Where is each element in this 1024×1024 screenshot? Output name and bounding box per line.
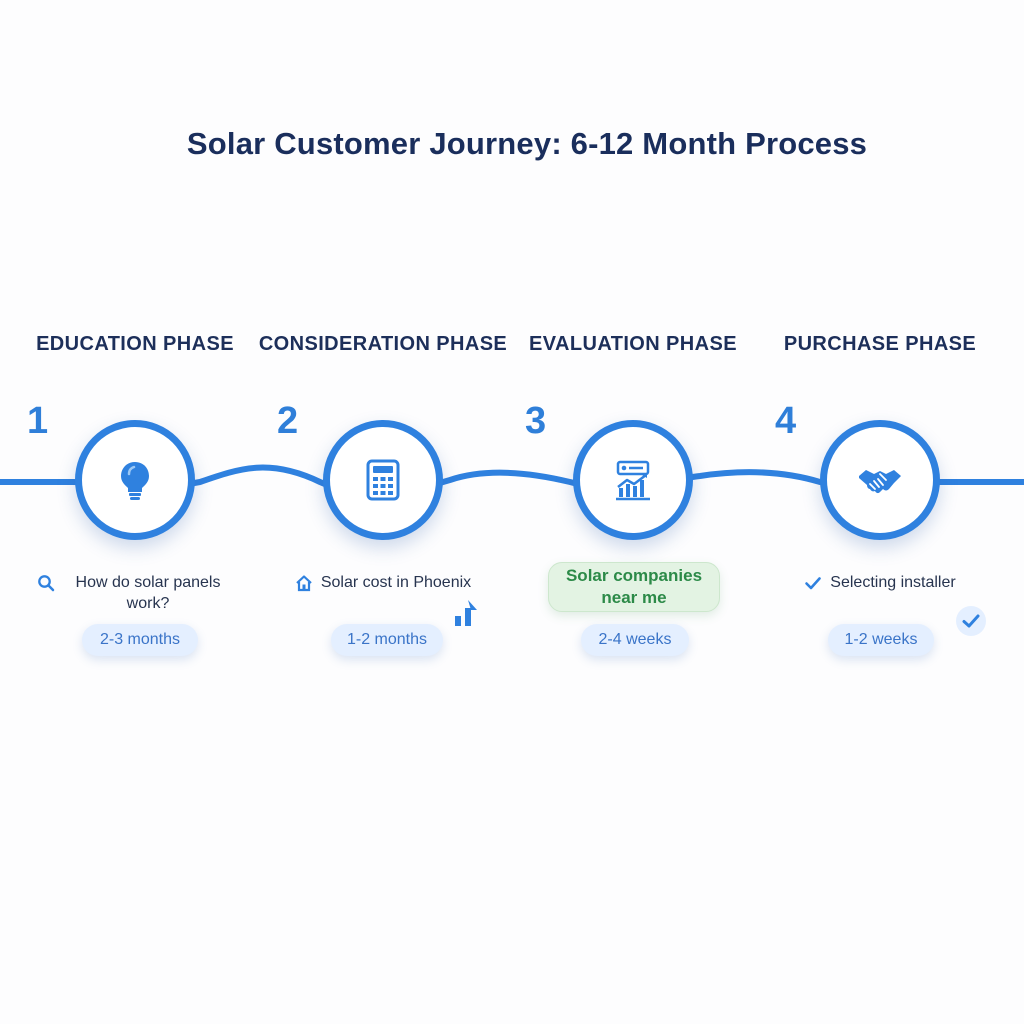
phase-title: CONSIDERATION PHASE — [258, 333, 508, 355]
step-number: 4 — [775, 400, 797, 442]
duration-badge: 1-2 weeks — [828, 624, 934, 656]
highlighted-keyword: Solar companies near me — [548, 562, 720, 612]
keyword-row: How do solar panels work? — [5, 572, 265, 614]
calculator-icon — [366, 459, 400, 501]
stage-node[interactable] — [323, 420, 443, 540]
stage-education: EDUCATION PHASE 1 How do solar panels wo… — [5, 0, 265, 700]
checkmark-icon — [805, 577, 822, 590]
trend-up-arrow-icon — [455, 600, 477, 626]
lightbulb-icon — [121, 462, 149, 500]
stage-evaluation: EVALUATION PHASE 3 Solar companies near … — [503, 0, 763, 700]
house-icon — [296, 575, 312, 592]
check-circle-icon — [956, 606, 986, 636]
comparison-chart-icon — [616, 460, 650, 501]
search-keyword: How do solar panels work? — [75, 574, 221, 612]
duration-badge: 2-3 months — [82, 624, 198, 656]
phase-title: PURCHASE PHASE — [783, 333, 977, 355]
step-number: 1 — [27, 400, 49, 442]
phase-title: EVALUATION PHASE — [529, 333, 737, 355]
page-title: Solar Customer Journey: 6-12 Month Proce… — [186, 126, 868, 161]
keyword-row: Selecting installer — [750, 572, 1010, 593]
stage-consideration: CONSIDERATION PHASE 2 Solar cost in Phoe… — [253, 0, 513, 700]
keyword-row: Solar cost in Phoenix — [253, 572, 513, 593]
search-icon — [38, 575, 55, 592]
step-number: 2 — [277, 400, 299, 442]
step-number: 3 — [525, 400, 547, 442]
stage-purchase: PURCHASE PHASE 4 Selecting installer 1-2… — [750, 0, 1010, 700]
search-keyword: Selecting installer — [830, 574, 956, 591]
duration-badge: 1-2 months — [331, 624, 443, 656]
stage-node[interactable] — [75, 420, 195, 540]
stage-node[interactable] — [820, 420, 940, 540]
stage-node[interactable] — [573, 420, 693, 540]
phase-title: EDUCATION PHASE — [36, 333, 234, 355]
duration-badge: 2-4 weeks — [581, 624, 689, 656]
search-keyword: Solar cost in Phoenix — [320, 574, 472, 591]
handshake-icon — [859, 470, 901, 494]
